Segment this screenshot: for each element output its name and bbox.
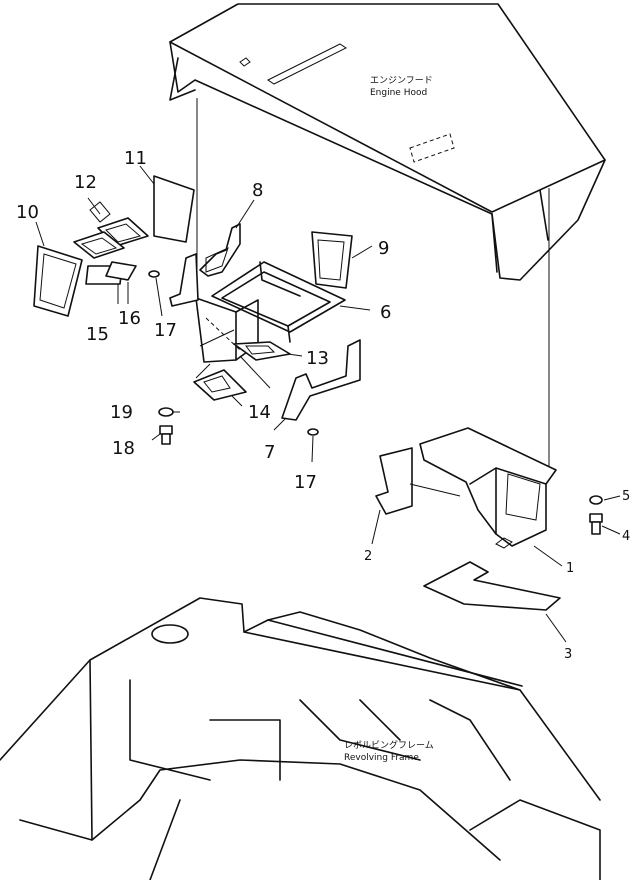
part-number-10: 10 xyxy=(16,202,39,223)
revolving-frame: レボルビングフレーム Revolving Frame xyxy=(0,597,601,880)
part-17-washer-a xyxy=(148,270,160,278)
part-number-1: 1 xyxy=(566,561,574,576)
part-11-panel xyxy=(153,175,195,243)
part-number-11: 11 xyxy=(124,148,147,169)
part-number-8: 8 xyxy=(252,180,263,201)
engine-hood: エンジンフード Engine Hood xyxy=(169,3,606,281)
part-number-13: 13 xyxy=(306,348,329,369)
part-number-17b: 17 xyxy=(294,472,317,493)
part-7-bracket xyxy=(281,339,361,421)
part-number-7: 7 xyxy=(264,442,275,463)
hood-label-en: Engine Hood xyxy=(370,88,427,98)
part-15-16 xyxy=(85,261,137,285)
part-19-washer xyxy=(158,407,174,417)
part-8-bracket xyxy=(169,223,241,307)
part-number-9: 9 xyxy=(378,238,389,259)
part-9-panel xyxy=(311,231,353,289)
part-number-12: 12 xyxy=(74,172,97,193)
part-14-clip xyxy=(193,369,247,401)
part-number-5: 5 xyxy=(622,489,630,504)
part-12-pad xyxy=(73,201,149,259)
leader-lines xyxy=(35,165,621,643)
part-17-washer-b xyxy=(307,428,319,436)
part-number-2: 2 xyxy=(364,549,372,564)
part-13-clip xyxy=(233,341,291,361)
frame-label-en: Revolving Frame xyxy=(344,753,419,763)
part-4-bolt xyxy=(589,513,603,535)
part-18-bolt xyxy=(159,425,173,445)
part-number-6: 6 xyxy=(380,302,391,323)
part-number-15: 15 xyxy=(86,324,109,345)
frame-label-jp: レボルビングフレーム xyxy=(344,739,434,751)
part-1-bracket xyxy=(419,427,557,549)
part-3-plate xyxy=(423,561,561,611)
part-10-panel xyxy=(33,245,83,317)
part-number-18: 18 xyxy=(112,438,135,459)
part-5-washer xyxy=(589,495,603,505)
part-number-14: 14 xyxy=(248,402,271,423)
part-6-tray xyxy=(211,261,346,343)
part-number-19: 19 xyxy=(110,402,133,423)
part-number-labels: 11 12 10 8 9 6 16 15 17 13 19 14 18 7 17… xyxy=(16,148,630,662)
part-number-4: 4 xyxy=(622,529,630,544)
part-2-plate xyxy=(375,447,413,515)
part-number-17a: 17 xyxy=(154,320,177,341)
hood-label-jp: エンジンフード xyxy=(370,76,433,86)
part-number-3: 3 xyxy=(564,647,572,662)
part-number-16: 16 xyxy=(118,308,141,329)
